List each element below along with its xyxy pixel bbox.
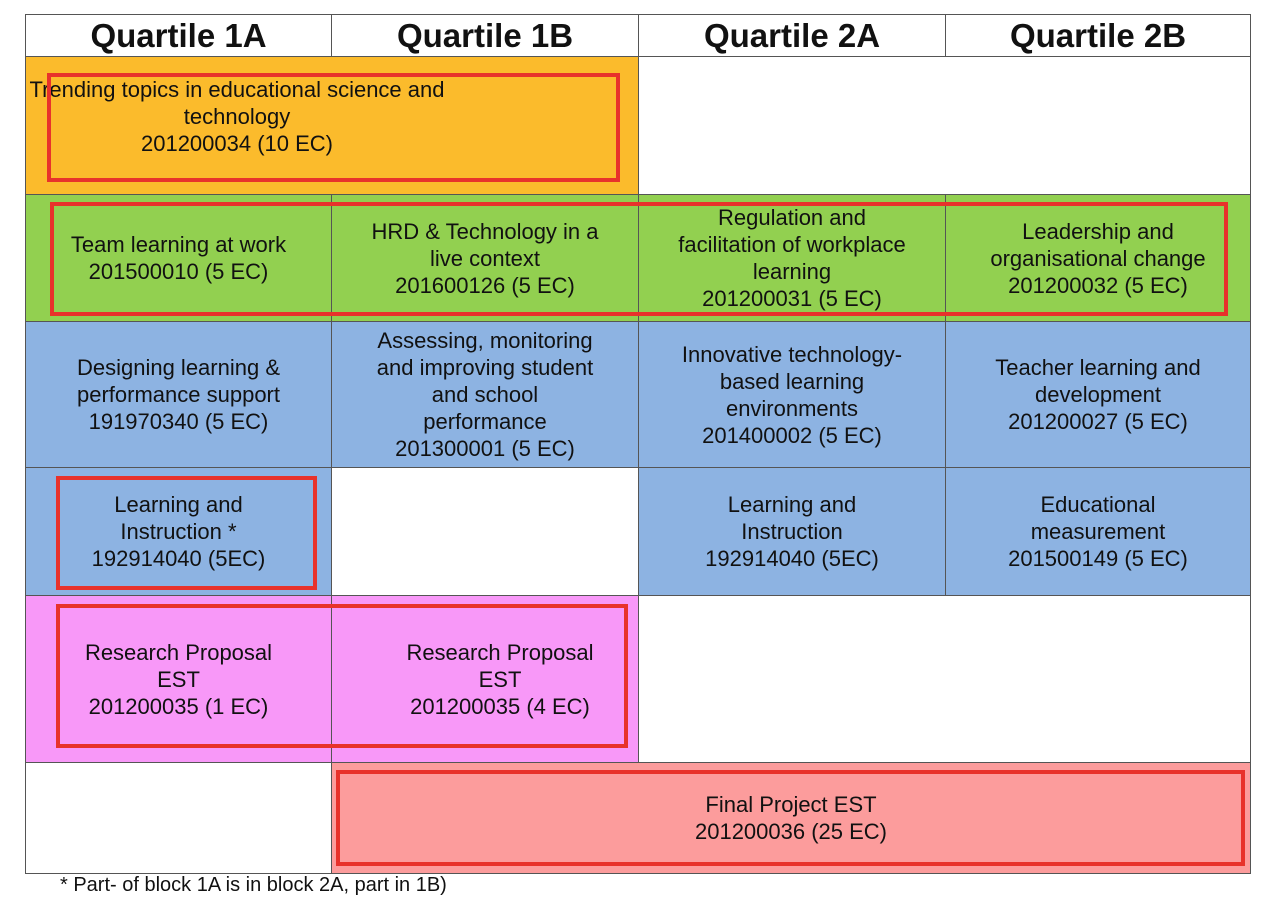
course-line: development: [1035, 382, 1161, 407]
course-line: Final Project EST: [705, 792, 877, 817]
course-learning-instruction-2a: Learning and Instruction 192914040 (5EC): [638, 467, 946, 596]
header-quartile-2b: Quartile 2B: [945, 14, 1251, 57]
course-line: Regulation and: [717, 205, 866, 230]
empty-cell: [638, 56, 1251, 195]
course-code: 201300001 (5 EC): [395, 436, 575, 461]
course-line: EST: [478, 666, 522, 692]
footnote: * Part‑ of block 1A is in block 2A, part…: [60, 874, 447, 896]
course-code: 192914040 (5EC): [705, 546, 879, 571]
course-line: EST: [157, 666, 200, 692]
empty-cell: [25, 762, 332, 874]
course-line: Leadership and: [1022, 218, 1174, 244]
course-research-proposal-1a: Research Proposal EST 201200035 (1 EC): [25, 595, 332, 763]
course-line: learning: [752, 259, 832, 284]
course-line: Instruction *: [120, 519, 237, 544]
course-learning-instruction-1a: Learning and Instruction * 192914040 (5E…: [25, 467, 332, 596]
course-line: facilitation of workplace: [678, 232, 906, 257]
course-designing-learning: Designing learning & performance support…: [25, 321, 332, 468]
course-assessing: Assessing, monitoring and improving stud…: [331, 321, 639, 468]
course-line: measurement: [1030, 519, 1166, 544]
course-code: 201200027 (5 EC): [1008, 409, 1188, 434]
course-line: Learning and: [114, 492, 243, 517]
course-team-learning: Team learning at work 201500010 (5 EC): [25, 194, 332, 322]
course-research-proposal-1b: Research Proposal EST 201200035 (4 EC): [331, 595, 639, 763]
course-code: 201200034 (10 EC): [140, 131, 334, 156]
course-code: 192914040 (5EC): [91, 546, 266, 571]
header-quartile-2a: Quartile 2A: [638, 14, 946, 57]
course-line: Research Proposal: [406, 639, 594, 665]
course-code: 201400002 (5 EC): [702, 422, 882, 448]
empty-cell: [638, 595, 1251, 763]
course-line: live context: [429, 245, 541, 271]
course-line: Designing learning &: [76, 355, 281, 380]
course-hrd-technology: HRD & Technology in a live context 20160…: [331, 194, 639, 322]
course-line: and improving student: [376, 355, 594, 380]
course-code: 201600126 (5 EC): [395, 272, 575, 298]
course-trending-topics: Trending topics in educational science a…: [25, 56, 639, 195]
course-line: and school: [431, 382, 539, 407]
course-line: Teacher learning and: [995, 355, 1201, 380]
course-educational-measurement: Educational measurement 201500149 (5 EC): [945, 467, 1251, 596]
header-quartile-1a: Quartile 1A: [25, 14, 332, 57]
course-line: Trending topics in educational science a…: [29, 77, 445, 102]
course-code: 201200035 (1 EC): [88, 693, 269, 719]
course-line: Learning and: [727, 492, 857, 517]
course-leadership: Leadership and organisational change 201…: [945, 194, 1251, 322]
course-code: 201200035 (4 EC): [410, 693, 590, 719]
course-line: Team learning at work: [70, 232, 287, 257]
course-line: Assessing, monitoring: [377, 328, 593, 353]
empty-cell: [331, 467, 639, 596]
course-regulation: Regulation and facilitation of workplace…: [638, 194, 946, 322]
course-code: 201200031 (5 EC): [702, 286, 882, 311]
course-line: environments: [725, 395, 859, 421]
course-code: 201200036 (25 EC): [694, 819, 888, 844]
course-teacher-learning: Teacher learning and development 2012000…: [945, 321, 1251, 468]
course-line: Educational: [1040, 492, 1156, 517]
course-line: performance support: [77, 382, 280, 407]
header-quartile-1b: Quartile 1B: [331, 14, 639, 57]
course-line: Instruction: [741, 519, 843, 544]
course-line: Research Proposal: [84, 639, 273, 665]
course-final-project: Final Project EST 201200036 (25 EC): [331, 762, 1251, 874]
course-code: 201200032 (5 EC): [1008, 272, 1188, 298]
course-schedule-table: Quartile 1A Quartile 1B Quartile 2A Quar…: [25, 14, 1251, 874]
course-line: Innovative technology-: [681, 341, 903, 367]
course-innovative-technology: Innovative technology- based learning en…: [638, 321, 946, 468]
course-code: 201500010 (5 EC): [88, 259, 269, 284]
course-line: technology: [183, 104, 291, 129]
course-line: HRD & Technology in a: [371, 218, 599, 244]
course-line: based learning: [719, 368, 865, 394]
course-code: 191970340 (5 EC): [88, 409, 269, 434]
course-code: 201500149 (5 EC): [1008, 546, 1188, 571]
course-line: organisational change: [990, 245, 1206, 271]
course-line: performance: [423, 409, 547, 434]
